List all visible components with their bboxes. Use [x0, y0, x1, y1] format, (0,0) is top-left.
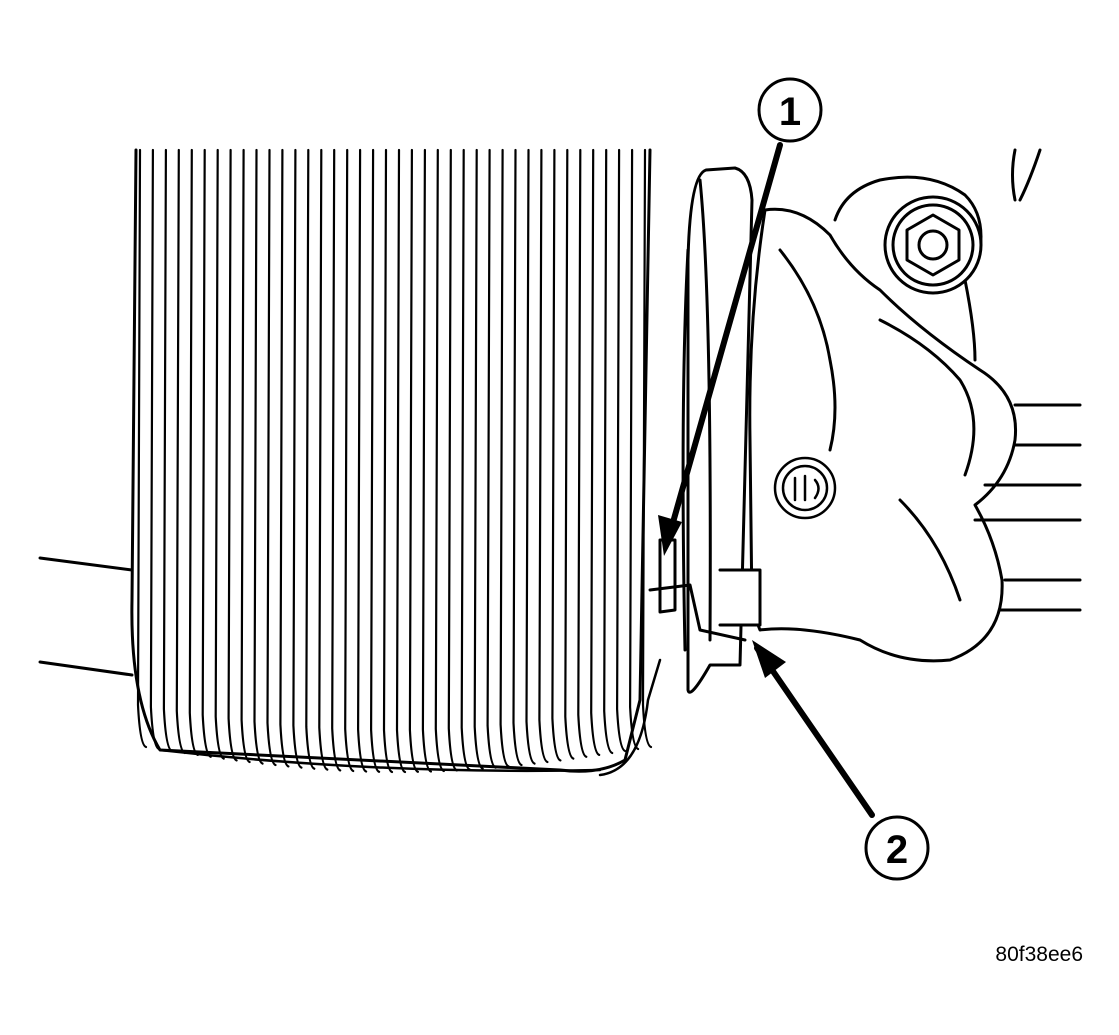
date-code-stamp: [773, 456, 837, 520]
leader-line-2: [754, 645, 875, 818]
pulley-rib: [292, 148, 303, 769]
pulley-rib: [499, 148, 510, 768]
pulley-rib: [577, 148, 588, 758]
housing-bracket: [748, 148, 1082, 663]
pulley-rib: [641, 148, 653, 749]
shaft: [38, 556, 134, 677]
callout-label-1: 1: [779, 90, 801, 134]
callout-2: 2: [864, 815, 930, 881]
arrowhead-2: [752, 640, 786, 678]
callout-1: 1: [757, 77, 823, 143]
pulley-rib: [357, 148, 368, 773]
pulley-rib: [149, 148, 160, 751]
pulley-rib: [603, 148, 614, 755]
pulley-rib: [370, 148, 381, 773]
pulley-rib: [279, 148, 290, 768]
pulley-rib: [473, 148, 484, 770]
pulley-rib: [344, 148, 355, 773]
pulley-rib: [240, 148, 251, 764]
pulley-rib: [590, 148, 601, 756]
pulley-rib: [136, 148, 148, 749]
pulley-rib: [564, 148, 575, 760]
pulley-rib: [538, 148, 549, 764]
pulley-rib: [331, 148, 342, 772]
leader-arrows: [665, 142, 875, 818]
mounting-bolt: [883, 195, 983, 295]
pulley-rib: [305, 148, 316, 770]
pulley-rib: [616, 148, 627, 753]
pulley-rib: [486, 148, 497, 769]
pulley-rib: [629, 148, 640, 751]
pulley-rib: [227, 148, 238, 762]
callout-label-2: 2: [886, 828, 908, 872]
locking-tab: [648, 538, 762, 642]
pulley-rib: [395, 148, 407, 774]
pulley-rib: [266, 148, 277, 767]
pulley-rib: [408, 148, 419, 773]
pulley-rib: [253, 148, 264, 765]
ribbed-pulley: [130, 148, 662, 777]
pulley-rib: [512, 148, 523, 767]
leader-line-1: [665, 142, 783, 543]
pulley-rib: [318, 148, 329, 771]
arrowhead-1: [658, 515, 682, 556]
pulley-rib: [460, 148, 471, 771]
pulley-rib: [551, 148, 562, 762]
figure-id: 80f38ee6: [995, 943, 1083, 966]
pulley-rib: [525, 148, 536, 765]
pulley-rib: [382, 148, 394, 774]
